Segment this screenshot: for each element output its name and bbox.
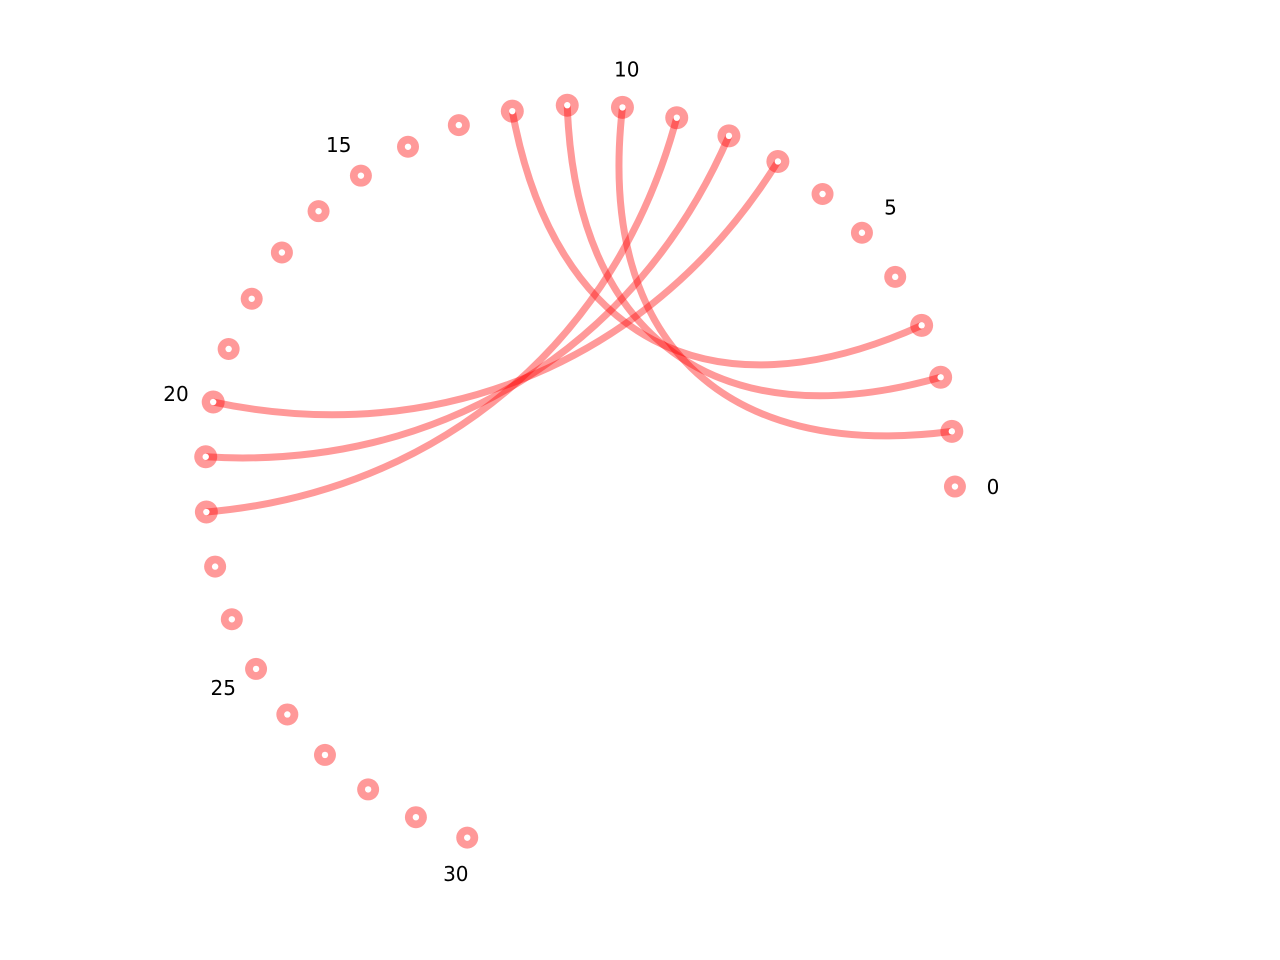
node-center-29 <box>412 813 420 821</box>
node-10 <box>610 95 634 119</box>
node-center-14 <box>404 143 412 150</box>
link-1-10 <box>615 107 953 440</box>
node-label-5: 5 <box>884 196 897 220</box>
node-center-24 <box>228 616 236 623</box>
link-8-21 <box>205 134 733 462</box>
node-label-25: 25 <box>211 676 236 700</box>
node-15 <box>349 164 372 187</box>
node-center-25 <box>252 665 260 673</box>
link-9-22 <box>206 116 681 516</box>
node-center-18 <box>248 295 255 302</box>
node-center-30 <box>464 834 471 841</box>
node-center-11 <box>564 102 571 109</box>
node-20 <box>201 390 225 414</box>
node-center-26 <box>284 711 291 718</box>
node-center-27 <box>321 751 329 759</box>
node-29 <box>404 806 427 829</box>
node-center-28 <box>364 786 372 793</box>
node-center-13 <box>455 121 463 129</box>
node-center-22 <box>203 508 210 516</box>
node-label-20: 20 <box>163 382 188 406</box>
node-8 <box>717 124 741 148</box>
node-3 <box>910 313 934 337</box>
node-5 <box>850 221 873 244</box>
node-18 <box>240 287 263 310</box>
node-12 <box>500 99 524 123</box>
link-7-20 <box>212 159 781 419</box>
node-center-5 <box>858 229 866 236</box>
node-center-15 <box>357 172 365 179</box>
node-9 <box>665 106 689 130</box>
link-3-12 <box>508 110 924 369</box>
nodes-layer <box>194 93 966 849</box>
node-center-6 <box>819 190 826 198</box>
node-center-19 <box>225 345 232 353</box>
node-23 <box>204 555 227 578</box>
node-13 <box>447 114 470 137</box>
node-27 <box>313 743 336 766</box>
node-1 <box>940 419 964 443</box>
node-center-3 <box>918 322 925 329</box>
links-layer <box>205 105 953 516</box>
node-17 <box>270 241 293 264</box>
node-label-0: 0 <box>987 475 1000 499</box>
node-center-20 <box>209 398 217 406</box>
node-label-15: 15 <box>326 133 351 157</box>
node-7 <box>766 149 790 173</box>
node-14 <box>397 135 420 158</box>
node-center-23 <box>211 563 219 570</box>
node-11 <box>555 93 579 117</box>
node-center-1 <box>948 428 956 435</box>
node-26 <box>276 703 299 726</box>
node-4 <box>884 265 907 288</box>
node-center-9 <box>673 114 680 121</box>
node-16 <box>307 200 330 223</box>
node-28 <box>357 778 380 801</box>
node-24 <box>220 608 243 631</box>
node-0 <box>943 475 966 498</box>
node-label-10: 10 <box>614 58 639 82</box>
node-22 <box>194 500 218 524</box>
link-2-11 <box>563 105 942 400</box>
node-6 <box>811 182 834 205</box>
node-center-7 <box>774 158 782 165</box>
node-center-4 <box>892 273 899 281</box>
node-21 <box>194 445 218 469</box>
node-19 <box>217 337 240 360</box>
node-label-30: 30 <box>443 862 468 886</box>
node-30 <box>456 826 479 849</box>
node-center-17 <box>278 249 286 256</box>
node-center-10 <box>619 104 626 111</box>
labels-layer: 0 5 10 15 20 25 30 <box>163 58 999 886</box>
node-center-8 <box>725 132 733 140</box>
node-25 <box>245 657 268 680</box>
node-center-21 <box>202 453 209 460</box>
node-center-0 <box>951 483 959 490</box>
node-center-16 <box>315 207 322 215</box>
node-center-12 <box>509 107 516 115</box>
node-center-2 <box>937 374 944 381</box>
node-2 <box>929 365 953 389</box>
